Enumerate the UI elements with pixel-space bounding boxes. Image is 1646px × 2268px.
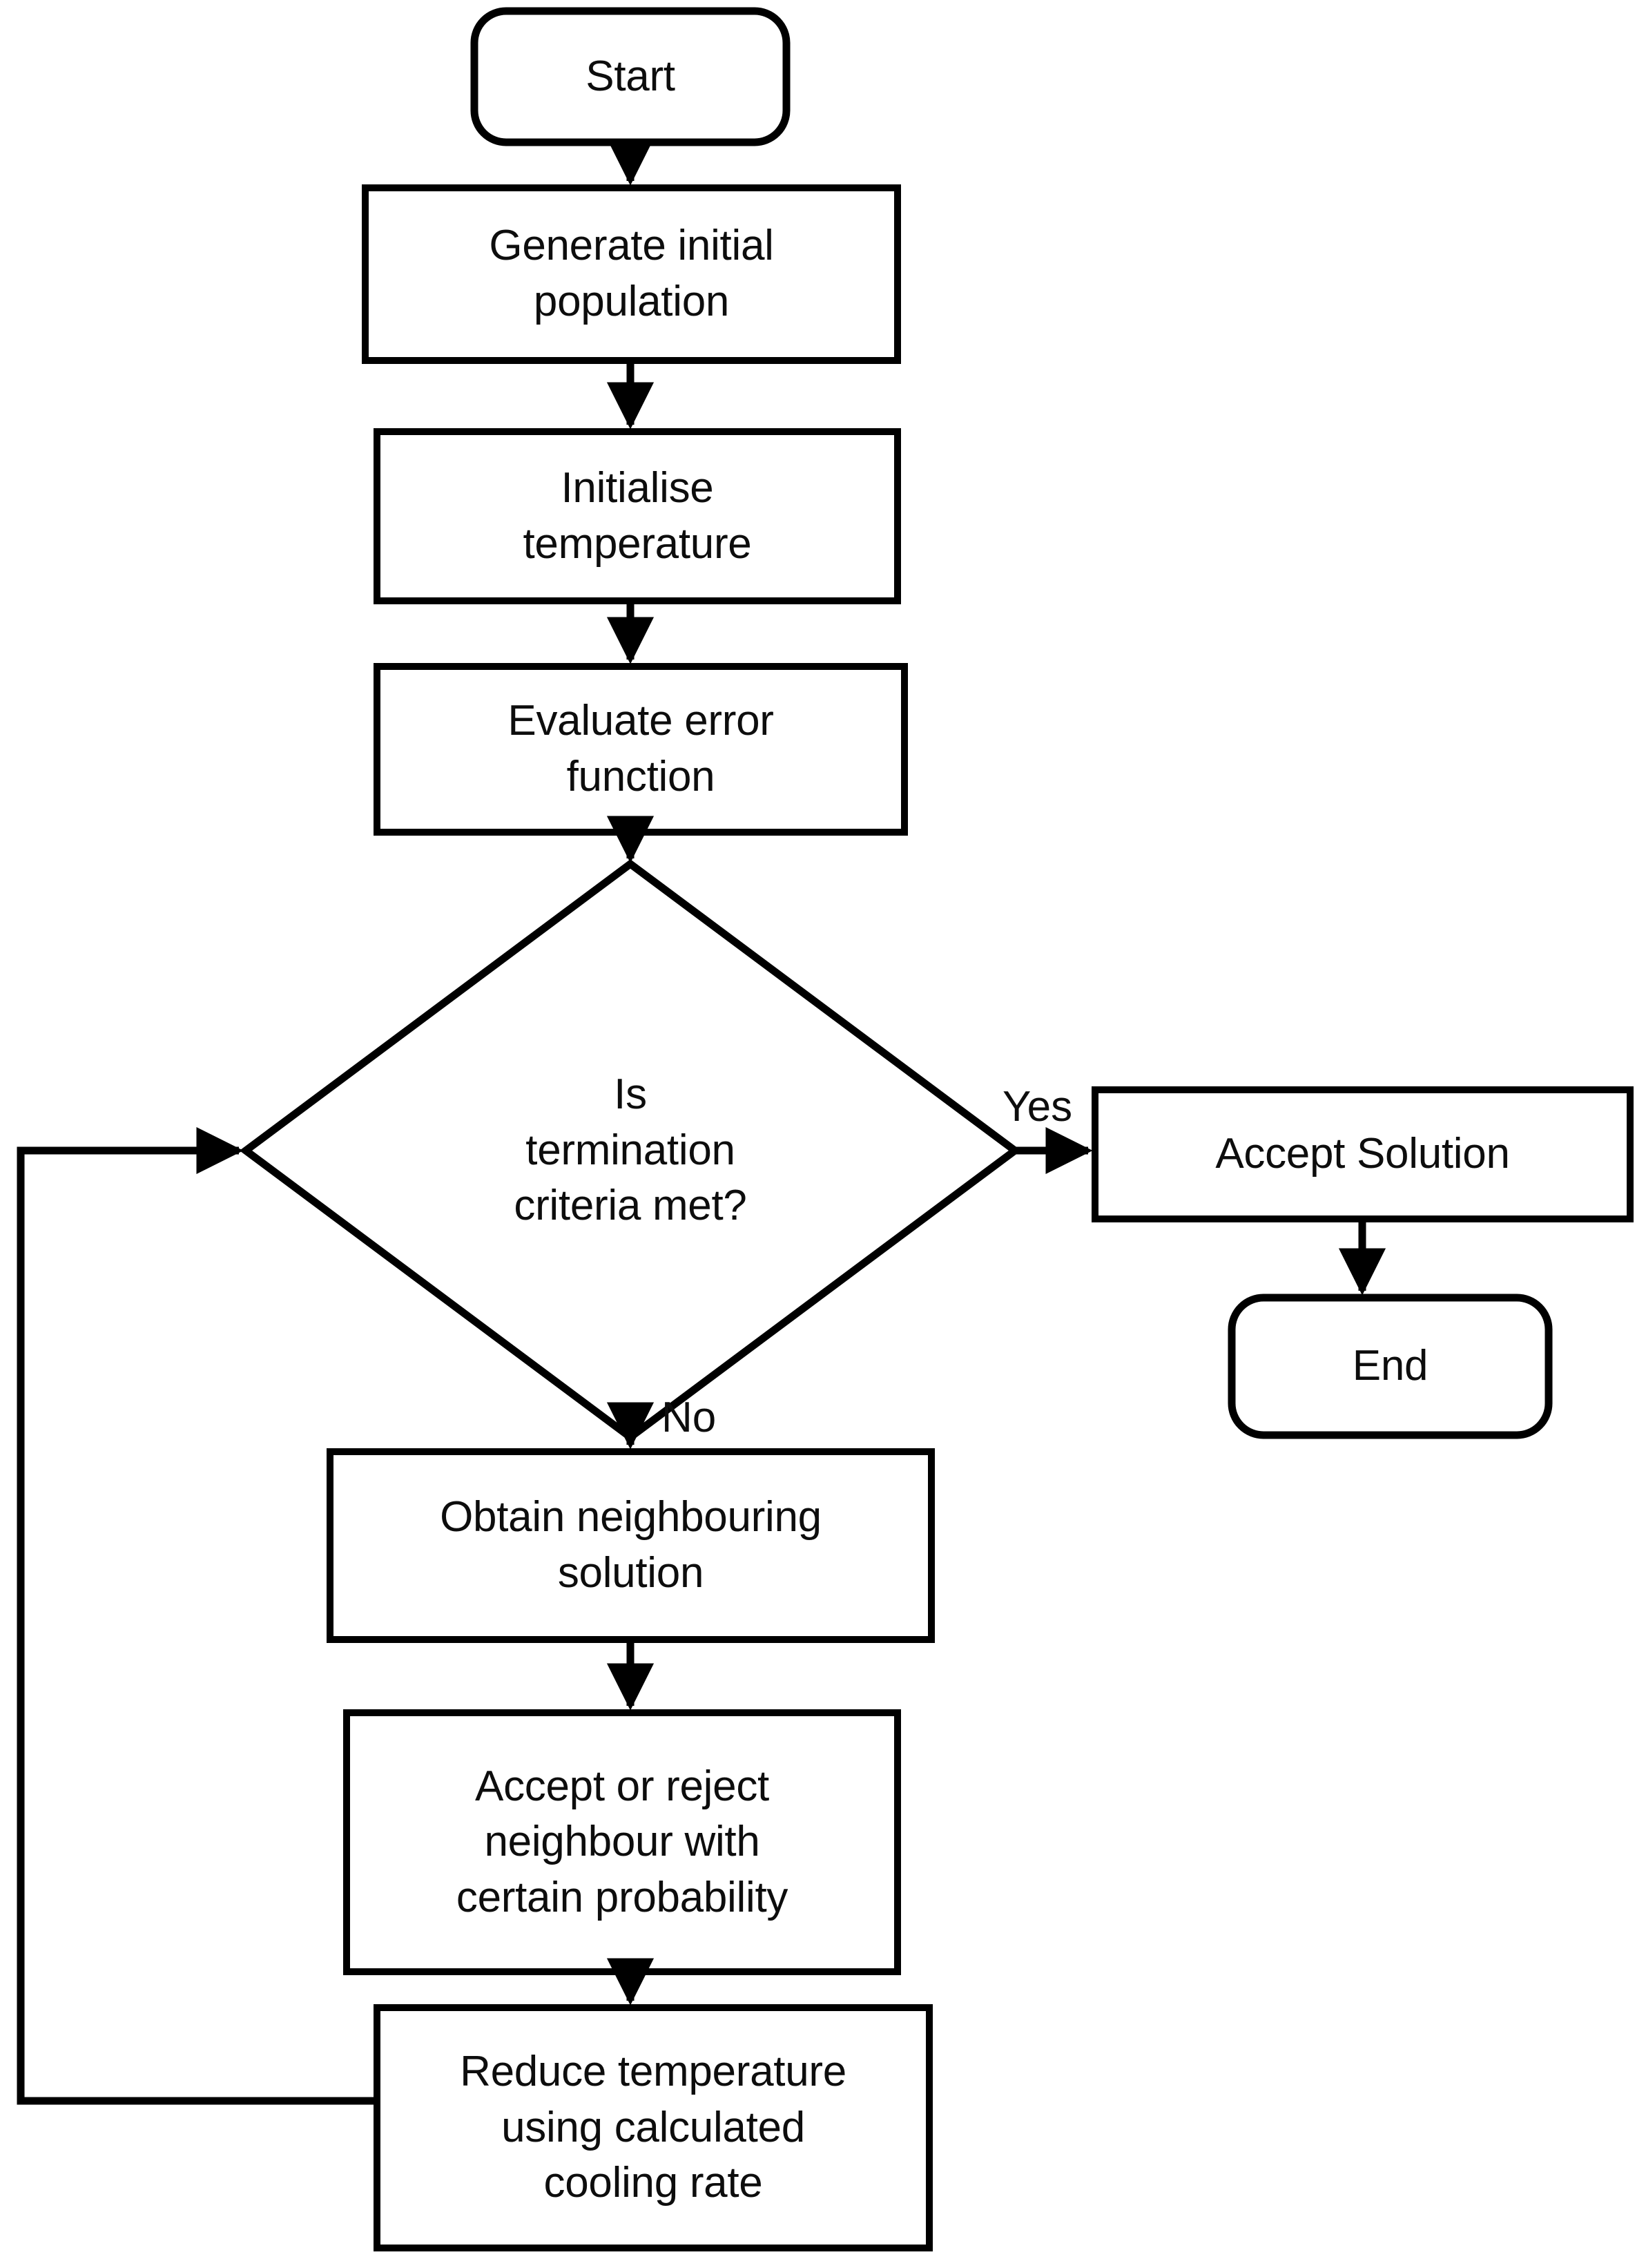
node-shape-reduce[interactable]: [374, 2004, 933, 2251]
node-shape-end[interactable]: [1228, 1294, 1553, 1439]
node-shape-probability[interactable]: [343, 1709, 901, 1975]
node-shape-generate[interactable]: [362, 184, 901, 364]
edge-reduce-to-decision-loop: [17, 1126, 377, 2105]
node-shape-decision[interactable]: [239, 859, 1022, 1442]
edge-label-yes: Yes: [1003, 1083, 1073, 1131]
node-shape-initialise[interactable]: [374, 428, 901, 604]
edge-label-no: No: [661, 1394, 717, 1441]
node-shape-obtain[interactable]: [327, 1448, 935, 1643]
node-shape-accept-solution[interactable]: [1092, 1086, 1634, 1222]
node-shape-evaluate[interactable]: [374, 663, 908, 836]
node-shape-start[interactable]: [470, 7, 791, 146]
